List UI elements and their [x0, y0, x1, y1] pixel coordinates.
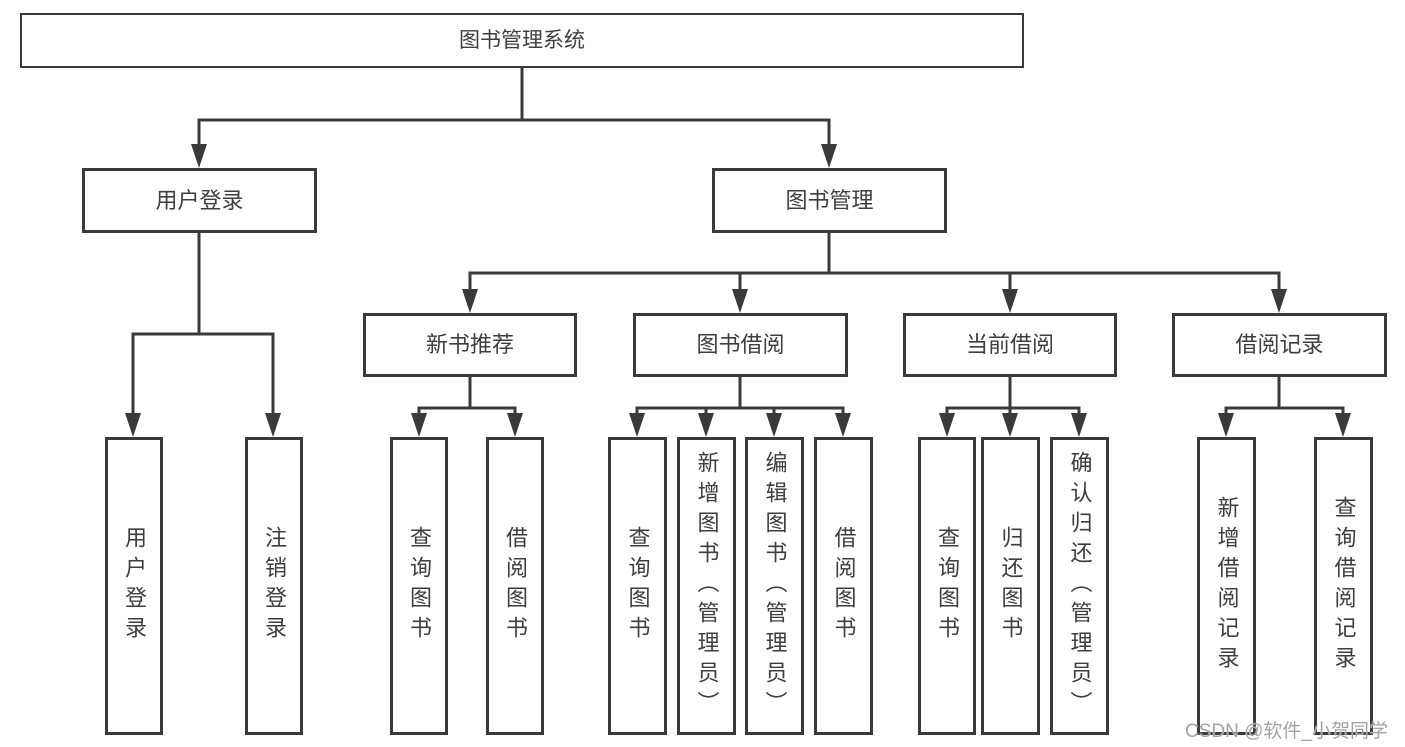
node-borrowing-records: 借阅记录 [1172, 313, 1387, 377]
leaf-query-borrow-record: 查询借阅记录 [1314, 437, 1373, 735]
leaf-query-books-current: 查询图书 [918, 437, 976, 735]
leaf-borrow-books-recommend: 借阅图书 [486, 437, 544, 735]
node-user-login: 用户登录 [82, 168, 317, 233]
leaf-add-borrow-record: 新增借阅记录 [1197, 437, 1256, 735]
node-new-book-recommendation: 新书推荐 [363, 313, 577, 377]
node-book-borrowing: 图书借阅 [633, 313, 848, 377]
leaf-add-books-admin: 新增图书（管理员） [677, 437, 736, 735]
leaf-edit-books-admin: 编辑图书（管理员） [745, 437, 804, 735]
leaf-query-books-borrowing: 查询图书 [608, 437, 667, 735]
node-library-management-system: 图书管理系统 [20, 13, 1024, 68]
leaf-logout: 注销登录 [245, 437, 303, 735]
node-book-management: 图书管理 [712, 168, 947, 233]
leaf-user-login: 用户登录 [105, 437, 163, 735]
csdn-watermark: CSDN @软件_小贺同学 [1185, 721, 1388, 742]
node-current-borrowing: 当前借阅 [903, 313, 1117, 377]
leaf-borrow-books: 借阅图书 [814, 437, 873, 735]
leaf-return-books: 归还图书 [981, 437, 1040, 735]
leaf-confirm-return-admin: 确认归还（管理员） [1050, 437, 1109, 735]
leaf-query-books-recommend: 查询图书 [390, 437, 448, 735]
